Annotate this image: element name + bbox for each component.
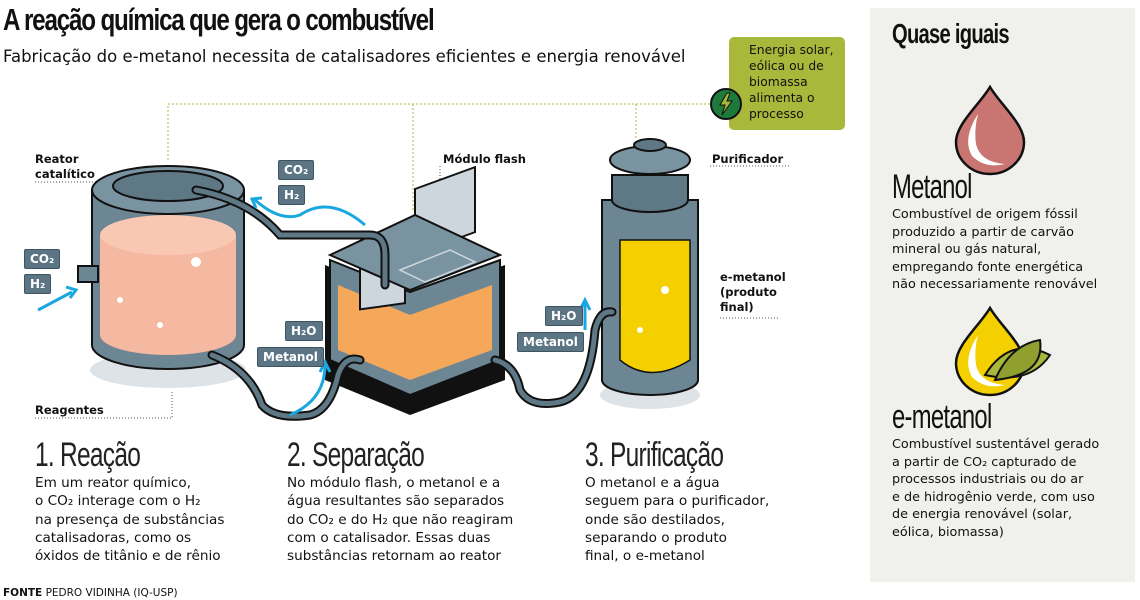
source-text: PEDRO VIDINHA (IQ-USP) xyxy=(45,587,178,599)
step-3-title: 3. Purificação xyxy=(585,436,724,474)
process-diagram xyxy=(35,103,790,421)
e-methanol-text: Combustível sustentável gerado a partir … xyxy=(892,437,1100,540)
source-label: FONTE xyxy=(3,587,43,599)
leader-lines xyxy=(35,165,790,419)
step-1-title: 1. Reação xyxy=(35,436,141,474)
step-3-text: O metanol e a água seguem para o purific… xyxy=(585,475,770,565)
badge-methanol: Metanol xyxy=(257,347,324,367)
badge-co2: CO₂ xyxy=(24,249,61,269)
label-product: e-metanol (produto final) xyxy=(720,270,786,314)
page-title: A reação química que gera o combustível xyxy=(3,2,435,37)
label-flash-module: Módulo flash xyxy=(443,152,526,166)
badge-co2: CO₂ xyxy=(278,160,315,180)
badge-h2o: H₂O xyxy=(285,321,323,341)
step-2-text: No módulo flash, o metanol e a água resu… xyxy=(287,475,514,565)
energy-lines xyxy=(167,103,710,210)
step-1-text: Em um reator químico, o CO₂ interage com… xyxy=(35,475,225,565)
lightning-bolt-icon xyxy=(710,88,742,120)
panel-title: Quase iguais xyxy=(892,18,1010,49)
energy-note: Energia solar, eólica ou de biomassa ali… xyxy=(729,37,845,130)
flow-arrows xyxy=(37,196,592,417)
step-2-title: 2. Separação xyxy=(287,436,425,474)
label-purifier: Purificador xyxy=(712,152,784,166)
purifier-illustration xyxy=(600,138,700,409)
label-reagents: Reagentes xyxy=(35,403,104,417)
label-reactor: Reator catalítico xyxy=(35,152,95,181)
methanol-heading: Metanol xyxy=(892,168,972,206)
methanol-drop-icon xyxy=(954,84,1026,176)
methanol-text: Combustível de origem fóssil produzido a… xyxy=(892,207,1098,293)
page-subtitle: Fabricação do e-metanol necessita de cat… xyxy=(3,47,686,66)
flash-module-illustration xyxy=(325,165,505,415)
badge-methanol: Metanol xyxy=(517,332,584,352)
badge-h2: H₂ xyxy=(278,185,306,205)
source-credit: FONTE PEDRO VIDINHA (IQ-USP) xyxy=(3,587,178,599)
badge-h2o: H₂O xyxy=(545,306,583,326)
badge-h2: H₂ xyxy=(24,274,52,294)
e-methanol-heading: e-metanol xyxy=(892,398,992,436)
e-methanol-drop-leaf-icon xyxy=(954,305,1052,397)
